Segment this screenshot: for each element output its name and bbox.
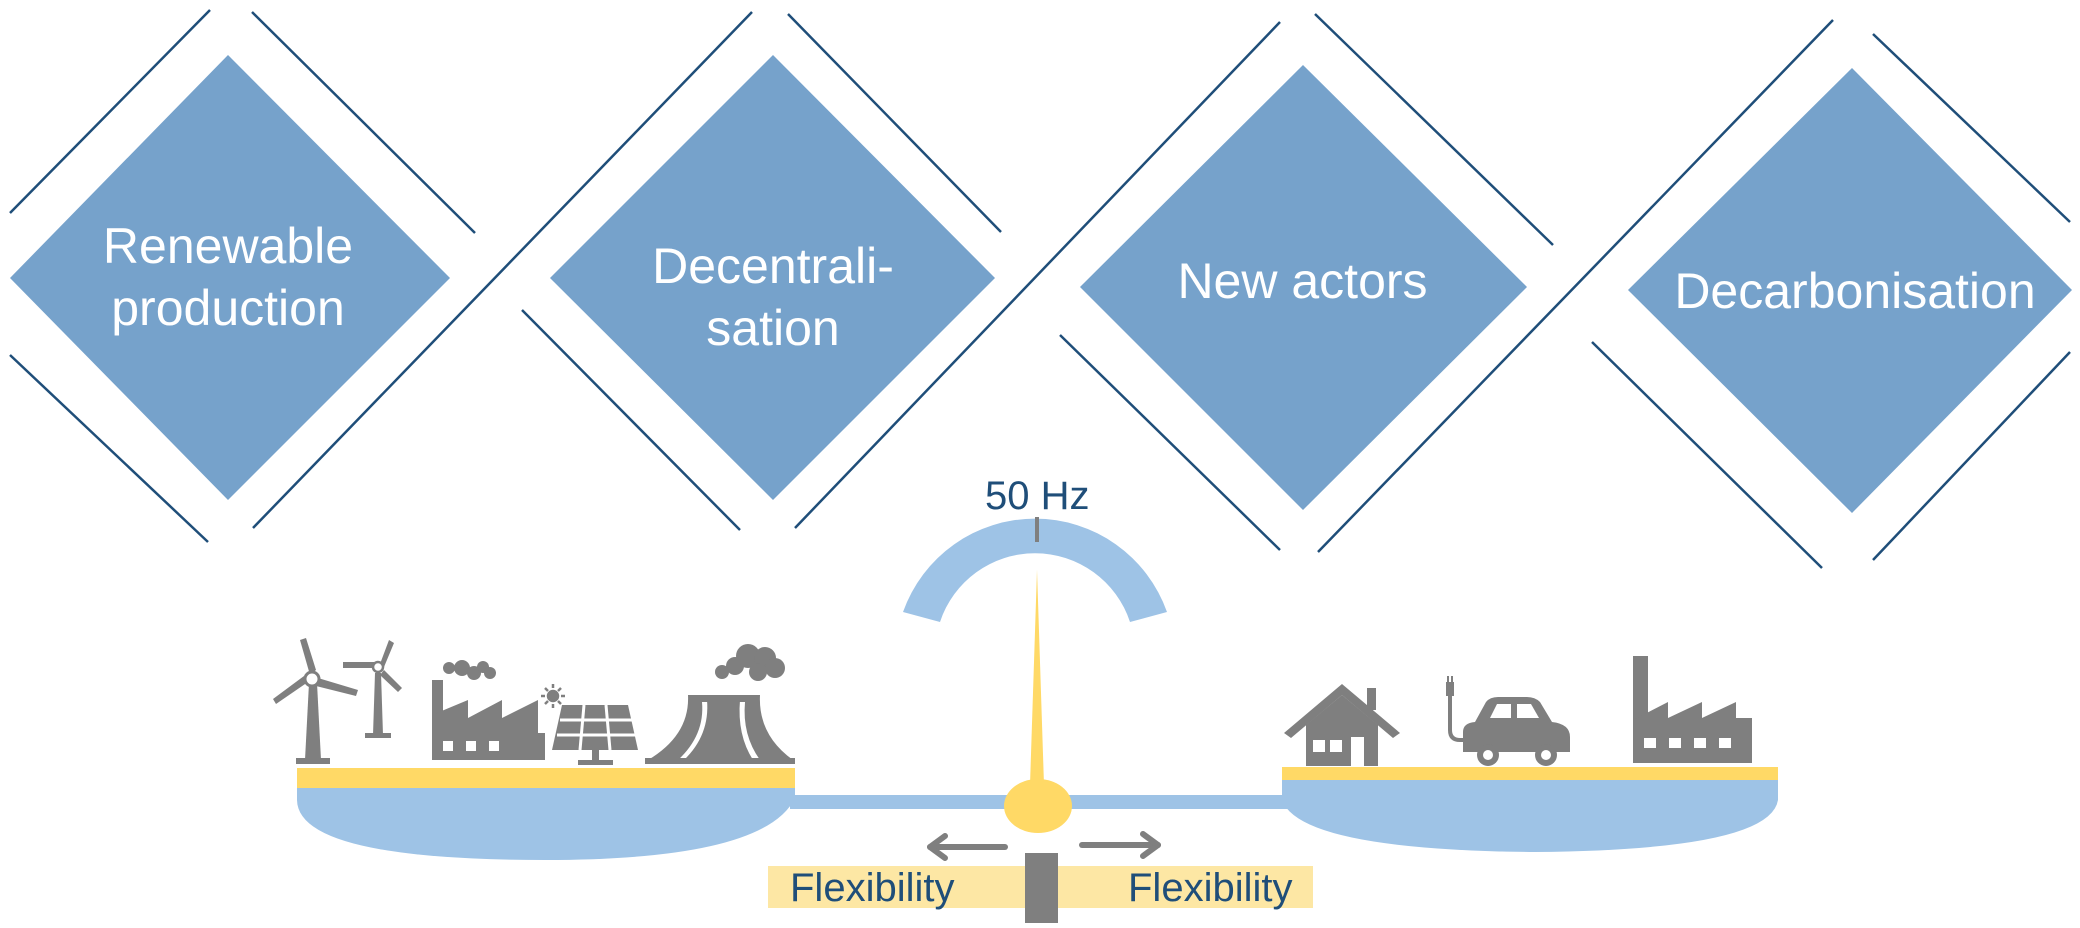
nuclear-plant-icon bbox=[645, 644, 795, 764]
wind-turbine-icon bbox=[273, 638, 358, 764]
frequency-label: 50 Hz bbox=[985, 474, 1090, 518]
diamond-new-actors bbox=[1080, 65, 1527, 510]
flexibility-label-right: Flexibility bbox=[1128, 866, 1293, 910]
factory-icon bbox=[1633, 656, 1752, 763]
flexibility-label-left: Flexibility bbox=[790, 866, 955, 910]
scale-stand bbox=[1025, 853, 1058, 923]
gauge-arc bbox=[903, 518, 1167, 622]
left-pan-icons bbox=[273, 638, 795, 765]
diamond-decentralisation bbox=[550, 55, 995, 500]
diamond-row bbox=[9, 9, 2072, 569]
left-arrow-icon bbox=[927, 833, 1008, 861]
electric-car-icon bbox=[1446, 676, 1570, 766]
frequency-gauge bbox=[903, 517, 1167, 785]
right-pan-icons bbox=[1284, 656, 1752, 766]
balance-scale bbox=[297, 767, 1778, 923]
gauge-needle bbox=[1030, 570, 1044, 785]
right-pan-rim bbox=[1282, 767, 1778, 780]
left-pan-rim bbox=[297, 768, 795, 788]
left-pan bbox=[297, 788, 795, 860]
sun-icon bbox=[541, 684, 565, 708]
pivot-knob bbox=[1004, 779, 1072, 833]
diamond-outlines bbox=[9, 9, 2071, 569]
house-icon bbox=[1284, 684, 1400, 766]
wind-turbine-icon bbox=[343, 640, 402, 738]
right-pan bbox=[1282, 780, 1778, 852]
diamond-decarbonisation bbox=[1628, 68, 2072, 513]
diamond-renewable bbox=[10, 55, 450, 500]
solar-panel-icon bbox=[552, 704, 638, 765]
right-arrow-icon bbox=[1079, 831, 1161, 859]
factory-icon bbox=[432, 660, 545, 760]
